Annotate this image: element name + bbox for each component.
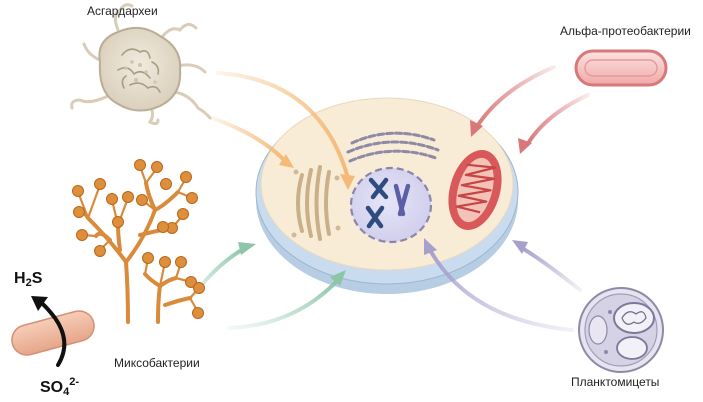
asgard-archaea-illustration	[70, 3, 212, 126]
label-alpha-proteobacteria: Альфа-протеобактерии	[560, 24, 691, 38]
alpha-arrowheads	[470, 120, 532, 154]
alpha-proteobacteria-illustration	[574, 49, 668, 87]
plancto-arrows	[428, 246, 582, 332]
planctomycetes-illustration	[578, 287, 664, 373]
label-planctomycetes: Планктомицеты	[571, 375, 660, 389]
myxobacteria-illustration	[72, 159, 205, 324]
label-asgard-archaea: Асгардархеи	[87, 4, 158, 18]
label-hydrogen-sulfide: H2S	[14, 270, 43, 289]
endoplasmic-reticulum	[346, 131, 440, 163]
label-sulfate: SO42-	[40, 376, 80, 398]
myxo-arrowheads	[238, 242, 346, 286]
plancto-arrowheads	[424, 238, 528, 255]
arrow-up-icon	[31, 296, 48, 311]
sulfate-reducing-bacterium	[11, 296, 95, 367]
chromosomes	[365, 177, 411, 229]
label-myxobacteria: Миксобактерии	[114, 356, 200, 370]
alpha-arrows	[474, 65, 590, 147]
mitochondrion	[448, 149, 502, 231]
eukaryotic-cell	[255, 97, 519, 294]
nucleus	[349, 166, 433, 244]
asgard-arrowheads	[279, 154, 355, 190]
golgi-apparatus	[291, 165, 341, 241]
asgard-arrows	[210, 71, 350, 180]
